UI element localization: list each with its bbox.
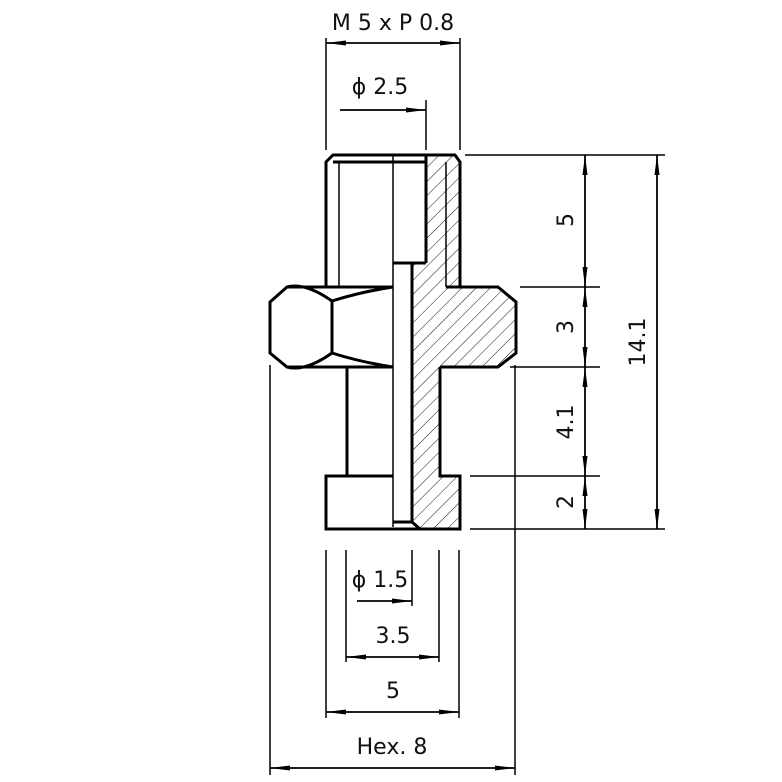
height-base-label: 2	[554, 495, 579, 509]
height-hex-label: 3	[554, 320, 579, 334]
thread-dimension: M 5 x P 0.8	[325, 11, 461, 150]
bore-top-dimension: ϕ 2.5	[340, 75, 427, 150]
base-width-label: 5	[386, 679, 400, 704]
height-neck-label: 4.1	[554, 405, 579, 440]
hex-label: Hex. 8	[357, 735, 428, 760]
section-hatch	[412, 155, 516, 529]
height-dimensions: 5 3 4.1 2 14.1	[465, 154, 665, 530]
bore-top-label: ϕ 2.5	[352, 75, 409, 100]
height-thread-label: 5	[554, 213, 579, 227]
thread-label: M 5 x P 0.8	[332, 11, 454, 36]
bottom-dimensions: ϕ 1.5 3.5 5 Hex. 8	[269, 365, 516, 775]
part-outline	[268, 153, 518, 531]
neck-label: 3.5	[376, 624, 411, 649]
bore-bottom-label: ϕ 1.5	[352, 568, 409, 593]
total-height-label: 14.1	[626, 318, 651, 367]
